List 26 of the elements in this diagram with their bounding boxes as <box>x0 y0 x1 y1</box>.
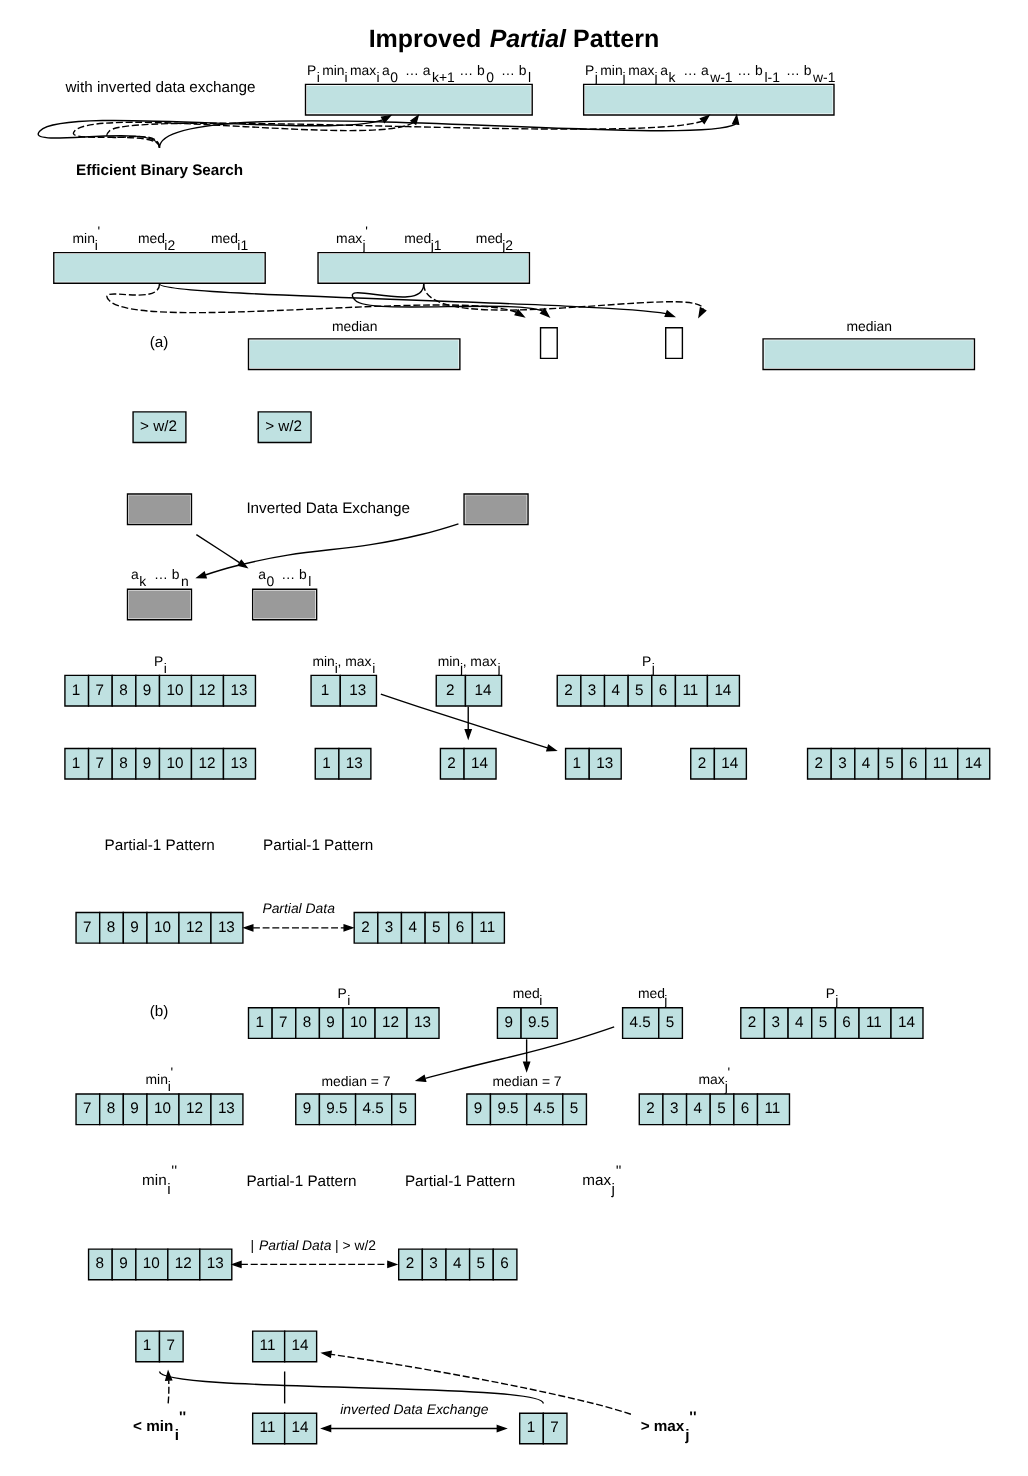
arrow <box>380 693 558 752</box>
diagram-title: Improved Partial Pattern <box>368 24 660 53</box>
connector <box>158 1370 544 1405</box>
arrow <box>414 1026 615 1083</box>
arrow <box>164 1369 173 1405</box>
arrow <box>320 1350 632 1415</box>
arrow <box>522 1038 531 1073</box>
label: (b) <box>149 1001 169 1020</box>
arrow <box>195 523 460 579</box>
arrow <box>351 283 551 319</box>
label: with inverted data exchange <box>65 78 256 97</box>
arrow <box>242 923 355 932</box>
connector <box>283 1370 286 1405</box>
label: Partial-1 Pattern <box>263 835 374 854</box>
label: Partial-1 Pattern <box>404 1172 516 1191</box>
arrow <box>230 1260 399 1269</box>
label: Partial-1 Pattern <box>246 1172 357 1191</box>
arrow <box>106 283 526 318</box>
label: Partial-1 Pattern <box>104 835 215 854</box>
node-text: Efficient Binary Search <box>76 161 244 180</box>
arrow <box>464 706 473 741</box>
arrow <box>320 1424 508 1433</box>
arrow <box>423 283 707 319</box>
label: (a) <box>149 332 169 351</box>
arrow <box>158 283 677 318</box>
label: Inverted Data Exchange <box>246 499 411 518</box>
